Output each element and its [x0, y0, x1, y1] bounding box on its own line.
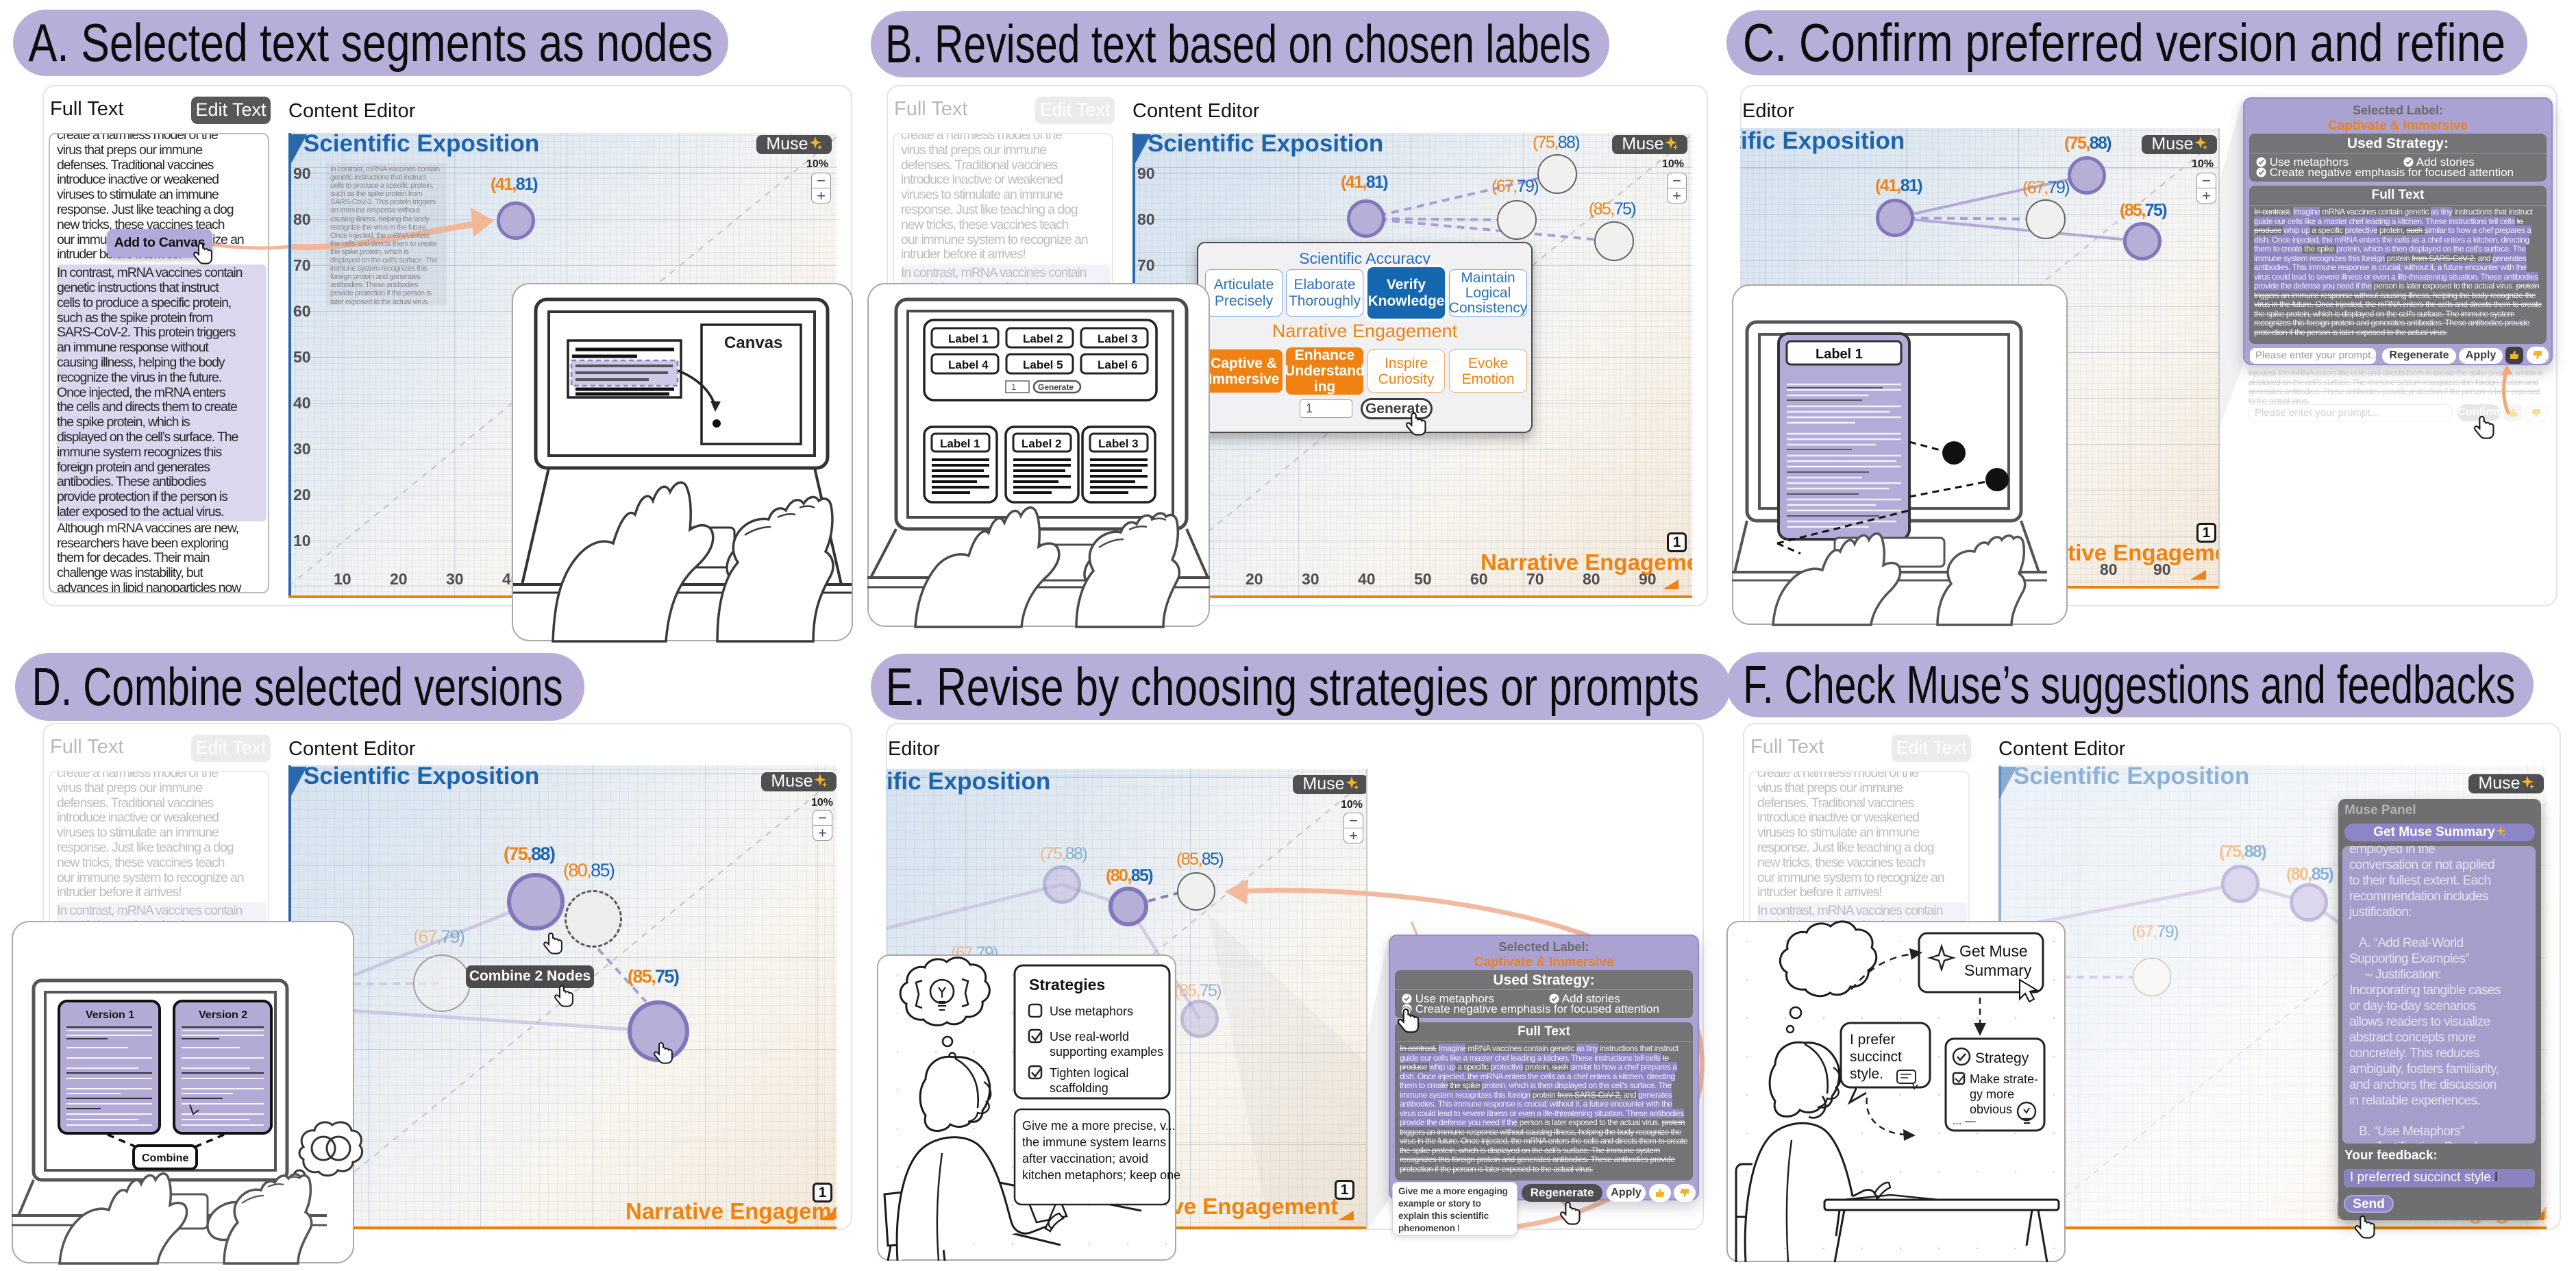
svg-text:Label 1: Label 1: [1816, 347, 1863, 362]
svg-text:Label 2: Label 2: [1021, 437, 1062, 450]
svg-text:Combine: Combine: [142, 1152, 189, 1164]
svg-text:Summary: Summary: [1964, 961, 2032, 979]
svg-text:scaffolding: scaffolding: [1050, 1081, 1109, 1095]
svg-text:Give me a more precise, v...: Give me a more precise, v...: [1022, 1119, 1176, 1133]
svg-text:Canvas: Canvas: [724, 334, 782, 352]
svg-text:Label 1: Label 1: [948, 332, 989, 345]
svg-text:Label 3: Label 3: [1098, 437, 1139, 450]
svg-text:Label 4: Label 4: [948, 358, 989, 371]
svg-text:supporting examples: supporting examples: [1050, 1045, 1163, 1059]
svg-text:Version 1: Version 1: [86, 1009, 134, 1021]
svg-text:Use real-world: Use real-world: [1050, 1030, 1129, 1044]
svg-text:Label 1: Label 1: [940, 437, 980, 450]
svg-text:Generate: Generate: [1038, 382, 1074, 392]
svg-text:the immune system learns: the immune system learns: [1022, 1135, 1166, 1149]
svg-text:Version 2: Version 2: [199, 1009, 247, 1021]
svg-text:Strategy: Strategy: [1975, 1050, 2029, 1066]
svg-text:kitchen metaphors; keep one: kitchen metaphors; keep one: [1022, 1168, 1180, 1182]
svg-text:obvious: obvious: [1970, 1102, 2012, 1116]
svg-text:gy more: gy more: [1970, 1087, 2014, 1101]
svg-text:Use metaphors: Use metaphors: [1050, 1004, 1133, 1018]
svg-text:1: 1: [1011, 382, 1016, 392]
svg-text:Label 6: Label 6: [1098, 358, 1138, 371]
svg-text:Make strate-: Make strate-: [1970, 1072, 2038, 1086]
svg-text:style.: style.: [1850, 1066, 1883, 1082]
svg-text:after vaccination; avoid: after vaccination; avoid: [1022, 1152, 1148, 1165]
svg-text:... —: ... —: [1953, 1115, 1976, 1127]
svg-text:Tighten logical: Tighten logical: [1050, 1066, 1128, 1080]
svg-text:succinct: succinct: [1850, 1049, 1902, 1065]
svg-text:Label 2: Label 2: [1023, 332, 1063, 345]
svg-text:Get Muse: Get Muse: [1959, 942, 2028, 960]
svg-text:Label 3: Label 3: [1098, 332, 1138, 345]
svg-text:I prefer: I prefer: [1850, 1032, 1896, 1048]
svg-text:Label 5: Label 5: [1023, 358, 1063, 371]
svg-text:Strategies: Strategies: [1029, 976, 1105, 994]
